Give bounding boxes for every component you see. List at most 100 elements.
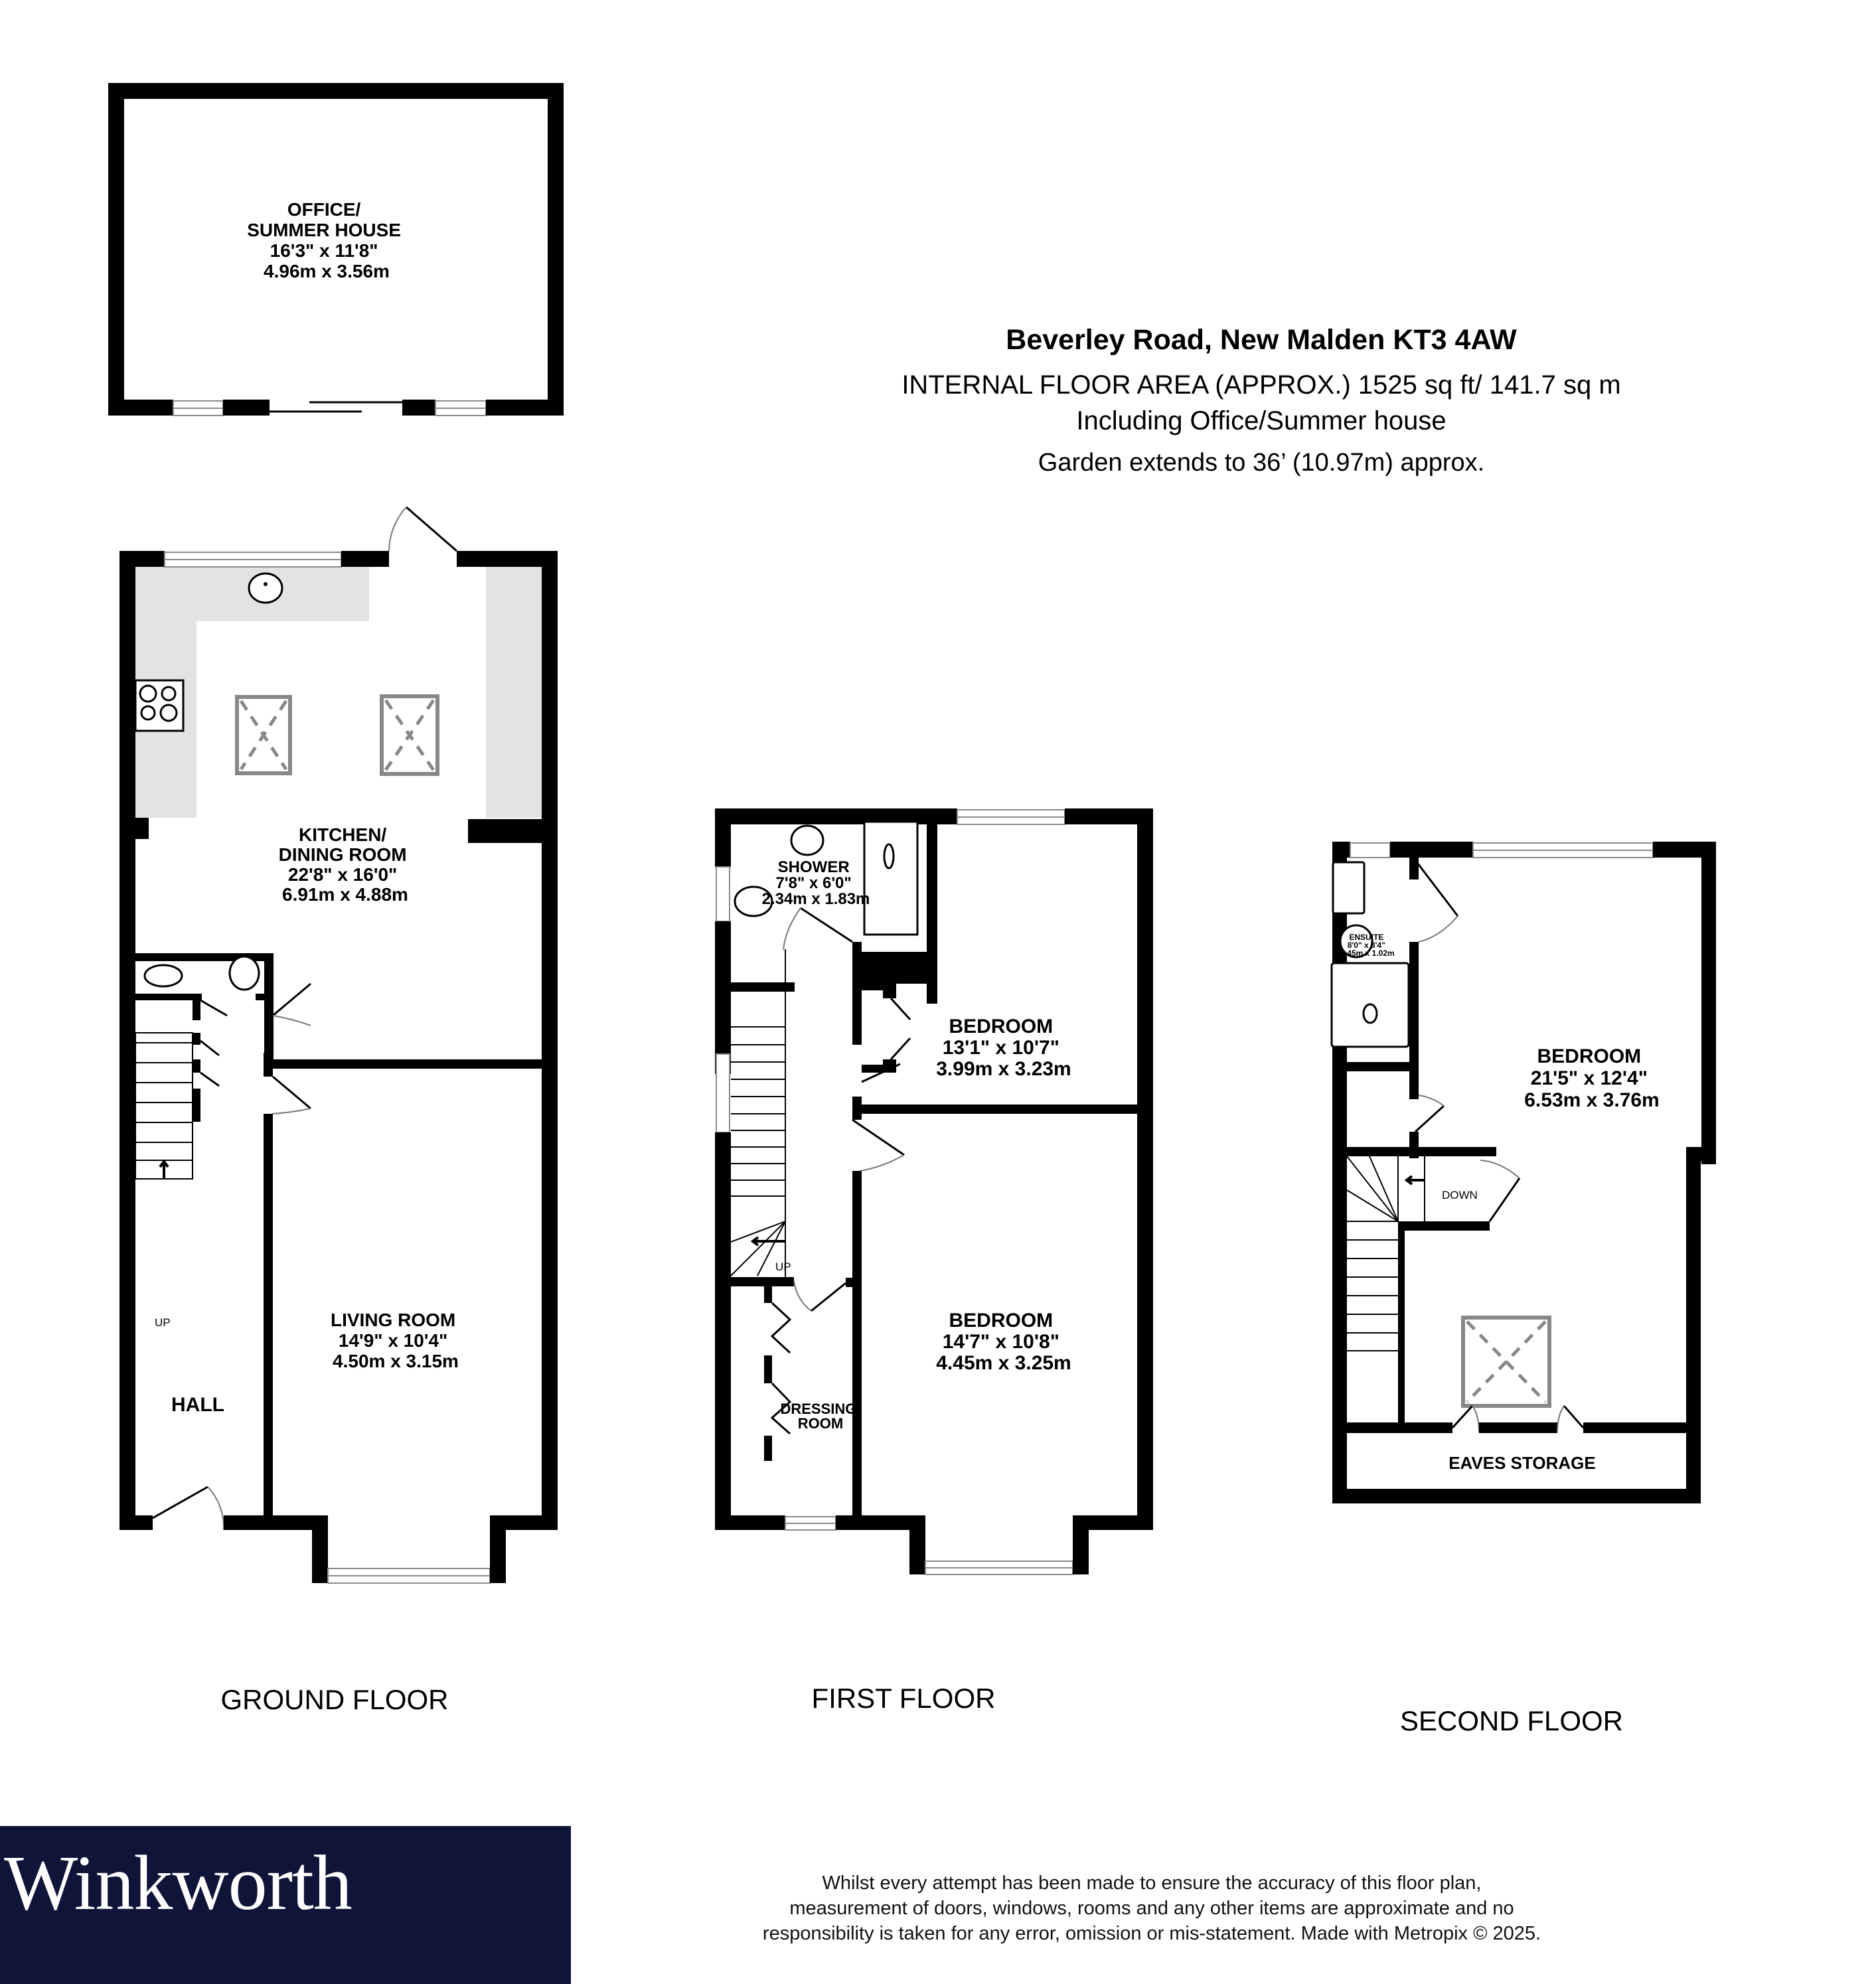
- wall: [1686, 1147, 1701, 1503]
- stair-door[interactable]: [1488, 1178, 1521, 1222]
- wall: [731, 1277, 794, 1286]
- shower-tray-icon: [863, 820, 919, 936]
- skylight-icon: [235, 695, 292, 775]
- floor-label-second: SECOND FLOOR: [1400, 1705, 1623, 1736]
- wall: [862, 952, 927, 984]
- wall: [264, 1114, 273, 1530]
- wall: [1390, 842, 1473, 858]
- wall: [193, 1059, 200, 1073]
- wall: [852, 981, 896, 990]
- wall: [1398, 1221, 1405, 1422]
- wardrobe-door[interactable]: [890, 1037, 911, 1061]
- shower-tray-icon: [1330, 962, 1410, 1048]
- basin-icon: [790, 824, 824, 856]
- room-name-shower: SHOWER 7'8" x 6'0" 2.34m x 1.83m: [762, 858, 870, 908]
- wall: [119, 1515, 153, 1530]
- chimney-breast: [468, 819, 542, 843]
- wardrobe-door[interactable]: [770, 1302, 792, 1354]
- room-name-hall: HALL: [171, 1394, 224, 1416]
- eaves-door[interactable]: [1563, 1405, 1585, 1428]
- wall: [312, 1515, 328, 1583]
- wall: [223, 400, 270, 416]
- wardrobe-door[interactable]: [890, 997, 911, 1021]
- up-arrow-icon: [750, 1236, 785, 1247]
- disclaimer: Whilst every attempt has been made to en…: [743, 1870, 1560, 1946]
- wall: [852, 1097, 862, 1120]
- cupboard-door[interactable]: [200, 1071, 220, 1087]
- stair-up-label: UP: [155, 1316, 171, 1329]
- living-room-door[interactable]: [272, 1075, 311, 1110]
- toilet-icon: [1339, 924, 1373, 958]
- wall: [836, 1515, 922, 1530]
- wall: [264, 953, 274, 1066]
- wall: [108, 400, 173, 416]
- first-floor-plan: SHOWER 7'8" x 6'0" 2.34m x 1.83m: [715, 808, 1153, 1575]
- wall: [1347, 1422, 1452, 1433]
- wall: [135, 994, 202, 1000]
- dressing-room-door[interactable]: [811, 1282, 846, 1312]
- wall: [1409, 858, 1419, 879]
- toilet-icon: [734, 885, 773, 917]
- room-name-living-room: LIVING ROOM 14'9" x 10'4" 4.50m x 3.15m: [331, 1310, 461, 1371]
- disclaimer-line: responsibility is taken for any error, o…: [762, 1923, 1541, 1944]
- room-name-office: OFFICE/ SUMMER HOUSE 16'3" x 11'8" 4.96m…: [247, 199, 406, 281]
- wall: [715, 808, 731, 867]
- second-floor-plan: ENSUITE 8'0" x 3'4" 2.45m x 1.02m: [1330, 842, 1716, 1503]
- room-name-kitchen-dining: KITCHEN/ DINING ROOM 22'8" x 16'0" 6.91m…: [279, 824, 412, 905]
- garden-note: Garden extends to 36’ (10.97m) approx.: [1038, 449, 1485, 477]
- floor-label-ground: GROUND FLOOR: [220, 1684, 448, 1715]
- door[interactable]: [200, 999, 228, 1017]
- wall: [548, 83, 564, 416]
- wall: [1137, 808, 1153, 1530]
- wall: [108, 83, 124, 416]
- wall: [764, 1436, 772, 1461]
- bedroom-door[interactable]: [861, 1063, 901, 1083]
- wall: [1073, 1515, 1153, 1530]
- room-name-dressing-room: DRESSING ROOM: [780, 1401, 860, 1432]
- disclaimer-line: measurement of doors, windows, rooms and…: [789, 1898, 1514, 1919]
- cupboard-door[interactable]: [200, 1039, 220, 1057]
- basin-icon: [1332, 861, 1366, 915]
- room-name-ensuite: ENSUITE 8'0" x 3'4" 2.45m x 1.02m: [1340, 933, 1394, 958]
- basin-icon: [228, 955, 260, 991]
- wall: [927, 824, 937, 1004]
- wall: [457, 551, 558, 567]
- front-door[interactable]: [152, 1486, 208, 1519]
- wall: [486, 400, 564, 416]
- wall: [715, 1132, 731, 1530]
- shower-room-door[interactable]: [800, 907, 853, 943]
- back-door[interactable]: [406, 506, 457, 552]
- kitchen-counter: [486, 567, 542, 818]
- room-name-bedroom-front: BEDROOM 14'7" x 10'8" 4.45m x 3.25m: [936, 1310, 1071, 1374]
- eaves-door[interactable]: [1451, 1405, 1474, 1429]
- wall: [846, 1278, 860, 1287]
- wall: [341, 551, 389, 567]
- wall: [909, 1515, 925, 1574]
- room-name-eaves-storage: EAVES STORAGE: [1448, 1453, 1596, 1473]
- bedroom-door[interactable]: [852, 1118, 905, 1156]
- staircase: [1346, 1156, 1425, 1351]
- window: [1350, 842, 1391, 858]
- kitchen-door[interactable]: [272, 982, 311, 1017]
- ensuite-door[interactable]: [1414, 860, 1459, 917]
- wall: [193, 1089, 200, 1122]
- wall: [1332, 1489, 1701, 1503]
- toilet-icon: [143, 964, 183, 988]
- skylight-icon: [1461, 1316, 1551, 1408]
- wall: [119, 551, 135, 1530]
- wall: [264, 1053, 273, 1077]
- property-address: Beverley Road, New Malden KT3 4AW: [1006, 324, 1517, 356]
- wall: [193, 994, 200, 1020]
- wardrobe-door[interactable]: [770, 1382, 792, 1435]
- wall: [764, 1286, 772, 1303]
- wall: [542, 551, 558, 1530]
- cupboard-door[interactable]: [1414, 1105, 1445, 1133]
- office-summer-house-plan: OFFICE/ SUMMER HOUSE 16'3" x 11'8" 4.96m…: [108, 83, 564, 416]
- wall: [273, 1059, 542, 1069]
- wall: [715, 921, 731, 1074]
- brand-logo: Winkworth: [4, 1839, 352, 1926]
- room-name-bedroom-rear: BEDROOM 13'1" x 10'7" 3.99m x 3.23m: [936, 1016, 1071, 1080]
- wall: [1405, 1221, 1490, 1231]
- wall: [402, 400, 435, 416]
- wall: [852, 1171, 862, 1530]
